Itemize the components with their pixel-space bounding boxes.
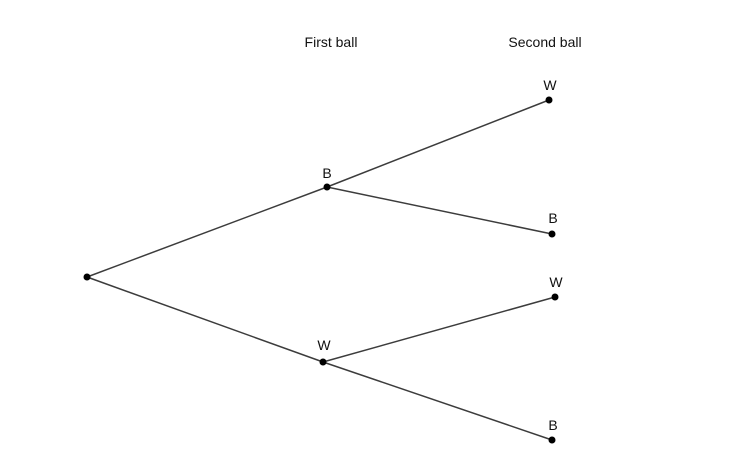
edge-first-b-to-b [326, 186, 553, 235]
label-b-b: B [548, 210, 557, 226]
node-w-w [551, 293, 559, 301]
label-first-b: B [322, 165, 331, 181]
label-w-w: W [549, 274, 563, 290]
node-b-b [548, 230, 556, 238]
header-first-ball: First ball [305, 34, 358, 50]
node-b-w [545, 96, 553, 104]
node-first-b [323, 183, 331, 191]
node-w-b [548, 436, 556, 444]
edge-root-to-first-w [86, 276, 324, 363]
edge-first-b-to-w [326, 99, 550, 188]
node-root [83, 273, 91, 281]
header-second-ball: Second ball [508, 34, 581, 50]
label-w-b: B [548, 417, 557, 433]
node-first-w [319, 358, 327, 366]
edge-root-to-first-b [86, 186, 328, 278]
edge-first-w-to-b [322, 361, 553, 441]
label-first-w: W [317, 337, 331, 353]
edge-first-w-to-w [322, 296, 556, 363]
label-b-w: W [543, 77, 557, 93]
